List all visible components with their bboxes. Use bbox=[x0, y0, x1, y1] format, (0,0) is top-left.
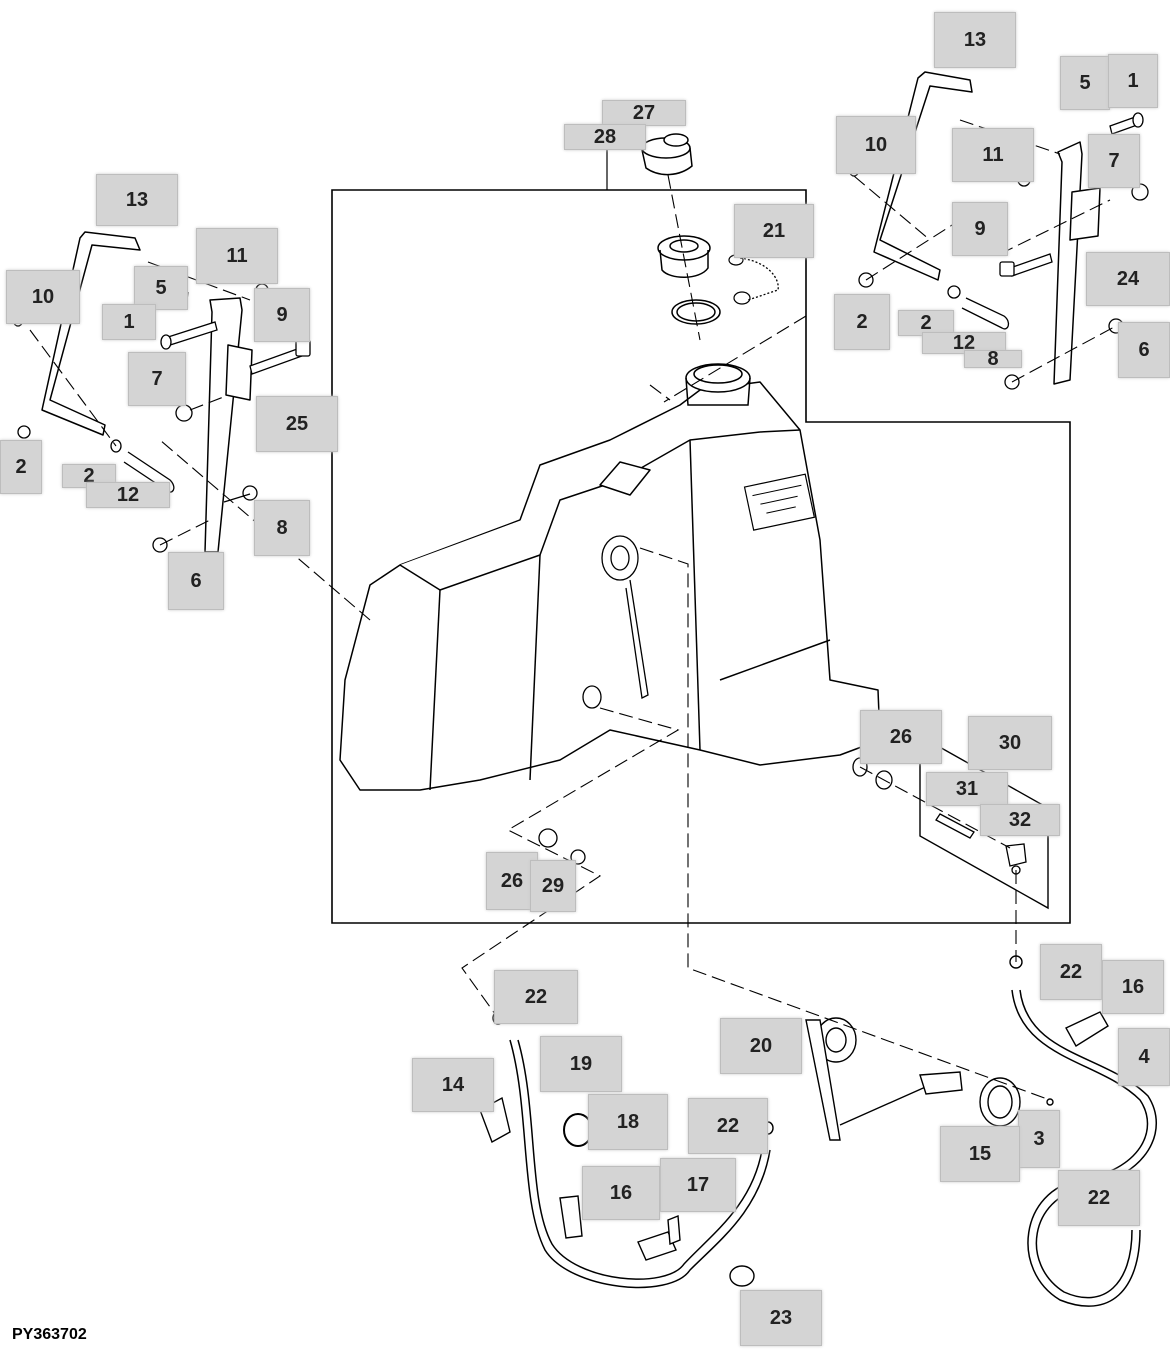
callout-2-left-a: 2 bbox=[0, 440, 42, 494]
left-strap bbox=[42, 232, 140, 435]
callout-7-right: 7 bbox=[1088, 134, 1140, 188]
callout-17: 17 bbox=[660, 1158, 736, 1212]
sender-opening bbox=[602, 536, 648, 698]
callout-15: 15 bbox=[940, 1126, 1020, 1182]
callout-22-lower-right: 22 bbox=[1058, 1170, 1140, 1226]
callout-11-right: 11 bbox=[952, 128, 1034, 182]
filler-adapter bbox=[658, 236, 720, 324]
callout-16-left: 16 bbox=[582, 1166, 660, 1220]
callout-30: 30 bbox=[968, 716, 1052, 770]
callout-28: 28 bbox=[564, 124, 646, 150]
callout-6-right: 6 bbox=[1118, 322, 1170, 378]
callout-13-right: 13 bbox=[934, 12, 1016, 68]
callout-26-right: 26 bbox=[860, 710, 942, 764]
fitting-31-32 bbox=[936, 814, 1026, 874]
callout-31: 31 bbox=[926, 772, 1008, 806]
assembly-lines bbox=[30, 120, 1116, 1100]
callout-12-left: 12 bbox=[86, 482, 170, 508]
callout-24: 24 bbox=[1086, 252, 1170, 306]
callout-23: 23 bbox=[740, 1290, 822, 1346]
callout-2-right-a: 2 bbox=[834, 294, 890, 350]
callout-20: 20 bbox=[720, 1018, 802, 1074]
fuel-cap bbox=[642, 134, 692, 175]
fuel-tank bbox=[340, 382, 880, 790]
callout-4: 4 bbox=[1118, 1028, 1170, 1086]
callout-16-right: 16 bbox=[1102, 960, 1164, 1014]
callout-10-left: 10 bbox=[6, 270, 80, 324]
callout-32: 32 bbox=[980, 804, 1060, 836]
left-hardware bbox=[14, 284, 310, 552]
callout-22-middle: 22 bbox=[688, 1098, 768, 1154]
callout-1-left: 1 bbox=[102, 304, 156, 340]
right-mount-bar bbox=[1054, 142, 1100, 384]
callout-10-right: 10 bbox=[836, 116, 916, 174]
callout-1-right: 1 bbox=[1108, 54, 1158, 108]
callout-5-left: 5 bbox=[134, 266, 188, 310]
callout-8-right: 8 bbox=[964, 348, 1022, 370]
callout-19: 14 bbox=[412, 1058, 494, 1112]
callout-22-upper-right: 22 bbox=[1040, 944, 1102, 1000]
callout-9-left: 9 bbox=[254, 288, 310, 342]
callout-3: 3 bbox=[1018, 1110, 1060, 1168]
callout-2-right-b: 2 bbox=[898, 310, 954, 336]
callout-11-left: 11 bbox=[196, 228, 278, 284]
callout-27: 27 bbox=[602, 100, 686, 126]
callout-12-right: 12 bbox=[922, 332, 1006, 354]
callout-22-upper-left: 22 bbox=[494, 970, 578, 1024]
figure-id: PY363702 bbox=[12, 1326, 87, 1343]
inset-frame bbox=[332, 190, 1070, 923]
fuel-hose-14 bbox=[510, 1040, 770, 1287]
tether-chain bbox=[740, 258, 778, 300]
tether-ring bbox=[734, 292, 750, 304]
callout-8-left: 8 bbox=[254, 500, 310, 556]
callout-26-left: 26 bbox=[486, 852, 538, 910]
callout-7-left: 7 bbox=[128, 352, 186, 406]
callout-29: 29 bbox=[530, 860, 576, 912]
callout-13-left: 13 bbox=[96, 174, 178, 226]
callout-25: 25 bbox=[256, 396, 338, 452]
callout-14: 19 bbox=[540, 1036, 622, 1092]
sender-gasket bbox=[980, 1078, 1020, 1126]
callout-21: 21 bbox=[734, 204, 814, 258]
callout-5-right: 5 bbox=[1060, 56, 1110, 110]
left-mount-bar bbox=[205, 298, 252, 552]
callout-18: 18 bbox=[588, 1094, 668, 1150]
callout-9-right: 9 bbox=[952, 202, 1008, 256]
right-hardware bbox=[850, 92, 1148, 389]
sender-assembly bbox=[806, 1018, 962, 1140]
tank-label-plate bbox=[745, 474, 815, 530]
callout-6-left: 6 bbox=[168, 552, 224, 610]
filler-neck bbox=[686, 364, 750, 405]
